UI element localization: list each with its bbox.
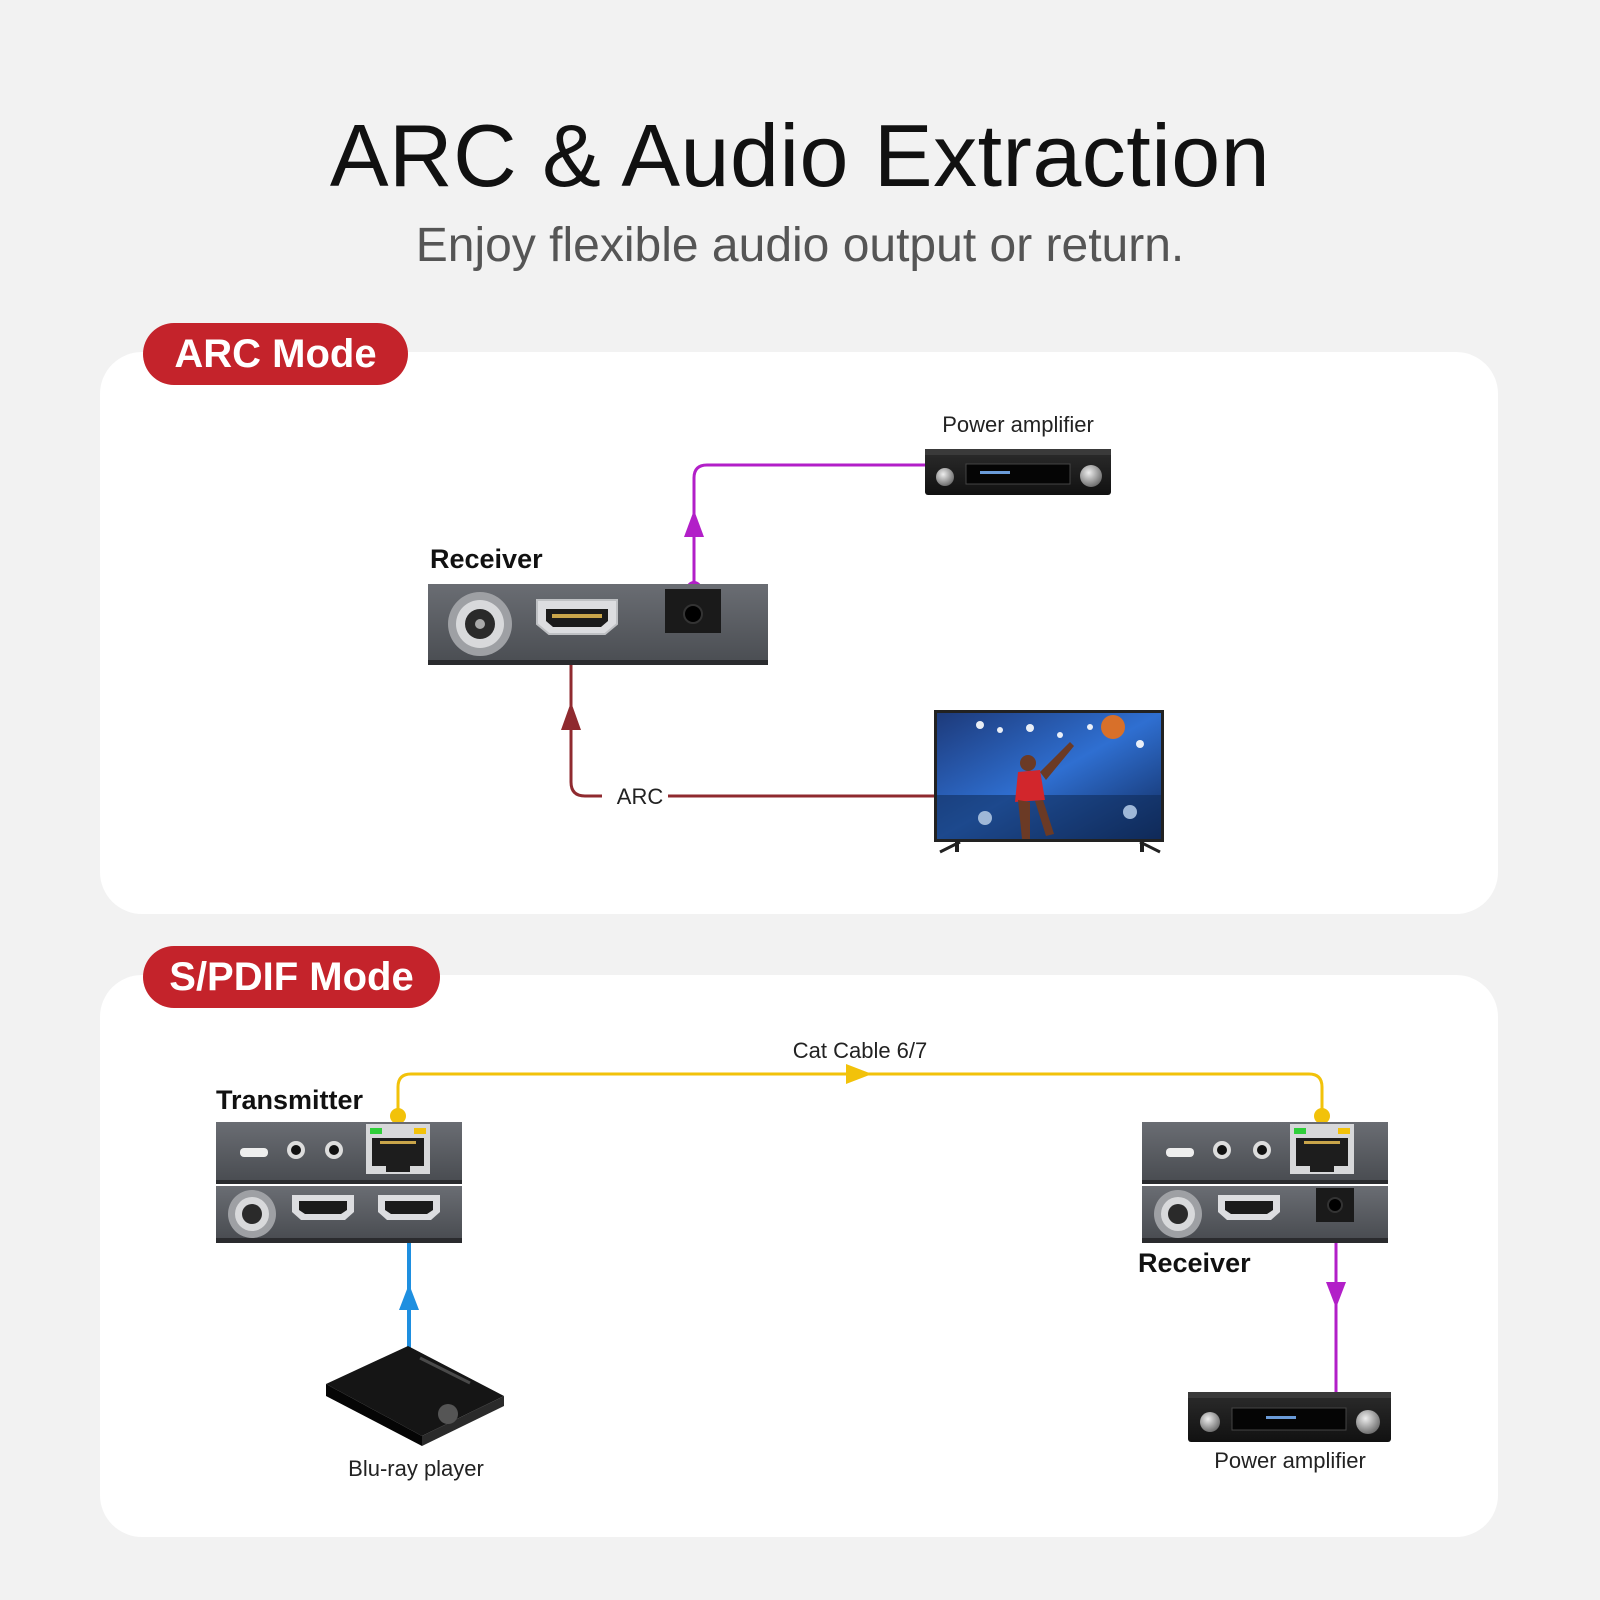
spdif-amplifier-label: Power amplifier xyxy=(1214,1448,1366,1473)
hdmi-port-icon xyxy=(1218,1195,1280,1220)
page-subtitle: Enjoy flexible audio output or return. xyxy=(415,219,1185,272)
optical-port-icon xyxy=(1316,1188,1354,1222)
arc-receiver-label: Receiver xyxy=(430,544,543,574)
volume-knob-icon xyxy=(936,468,954,486)
power-button-icon xyxy=(438,1404,458,1424)
hdmi-port-icon xyxy=(536,599,618,635)
bluray-label: Blu-ray player xyxy=(348,1456,484,1481)
bluray-player-device xyxy=(326,1346,504,1446)
arrow-down-icon xyxy=(1326,1282,1346,1308)
arc-receiver-device xyxy=(428,584,768,665)
ir-port-icon xyxy=(1217,1145,1227,1155)
arc-amplifier-device xyxy=(925,449,1111,495)
volume-knob-icon xyxy=(1200,1412,1220,1432)
cat-cable-label: Cat Cable 6/7 xyxy=(793,1038,928,1063)
arrow-right-icon xyxy=(846,1064,872,1084)
arrow-up-icon xyxy=(561,702,581,730)
ir-port-icon xyxy=(1257,1145,1267,1155)
page-title: ARC & Audio Extraction xyxy=(329,106,1271,205)
arrow-up-icon xyxy=(399,1284,419,1310)
ir-port-icon xyxy=(329,1145,339,1155)
usb-port-icon xyxy=(1166,1148,1194,1157)
spdif-mode-badge: S/PDIF Mode xyxy=(143,946,440,1008)
usb-port-icon xyxy=(240,1148,268,1157)
rj45-port-icon xyxy=(1290,1124,1354,1174)
ir-port-icon xyxy=(291,1145,301,1155)
volume-knob-icon xyxy=(1356,1410,1380,1434)
dc-power-jack-icon xyxy=(1168,1204,1188,1224)
spdif-receiver-device xyxy=(1142,1122,1388,1243)
arc-optical-line xyxy=(684,463,925,597)
hdmi-input-line xyxy=(399,1224,419,1352)
arc-mode-badge: ARC Mode xyxy=(143,323,408,385)
spdif-mode-panel xyxy=(100,975,1498,1537)
arc-amplifier-label: Power amplifier xyxy=(942,412,1094,437)
hdmi-port-icon xyxy=(292,1195,354,1220)
volume-knob-icon xyxy=(1080,465,1102,487)
arc-mode-panel xyxy=(100,352,1498,914)
arc-label: ARC xyxy=(617,784,664,809)
spdif-receiver-label: Receiver xyxy=(1138,1248,1251,1278)
basketball-icon xyxy=(1101,715,1125,739)
transmitter-device xyxy=(216,1122,462,1243)
spdif-optical-line xyxy=(1326,1222,1346,1392)
transmitter-label: Transmitter xyxy=(216,1085,364,1115)
tv-device xyxy=(934,710,1164,854)
rj45-port-icon xyxy=(366,1124,430,1174)
spdif-amplifier-device xyxy=(1188,1392,1391,1442)
cat-cable-line xyxy=(390,1064,1330,1124)
dc-power-jack-icon xyxy=(242,1204,262,1224)
arc-return-line xyxy=(561,642,935,798)
player-icon xyxy=(1015,742,1074,839)
optical-port-icon xyxy=(665,589,721,633)
dc-power-jack-icon xyxy=(448,592,512,656)
hdmi-port-icon xyxy=(378,1195,440,1220)
arrow-up-icon xyxy=(684,510,704,537)
